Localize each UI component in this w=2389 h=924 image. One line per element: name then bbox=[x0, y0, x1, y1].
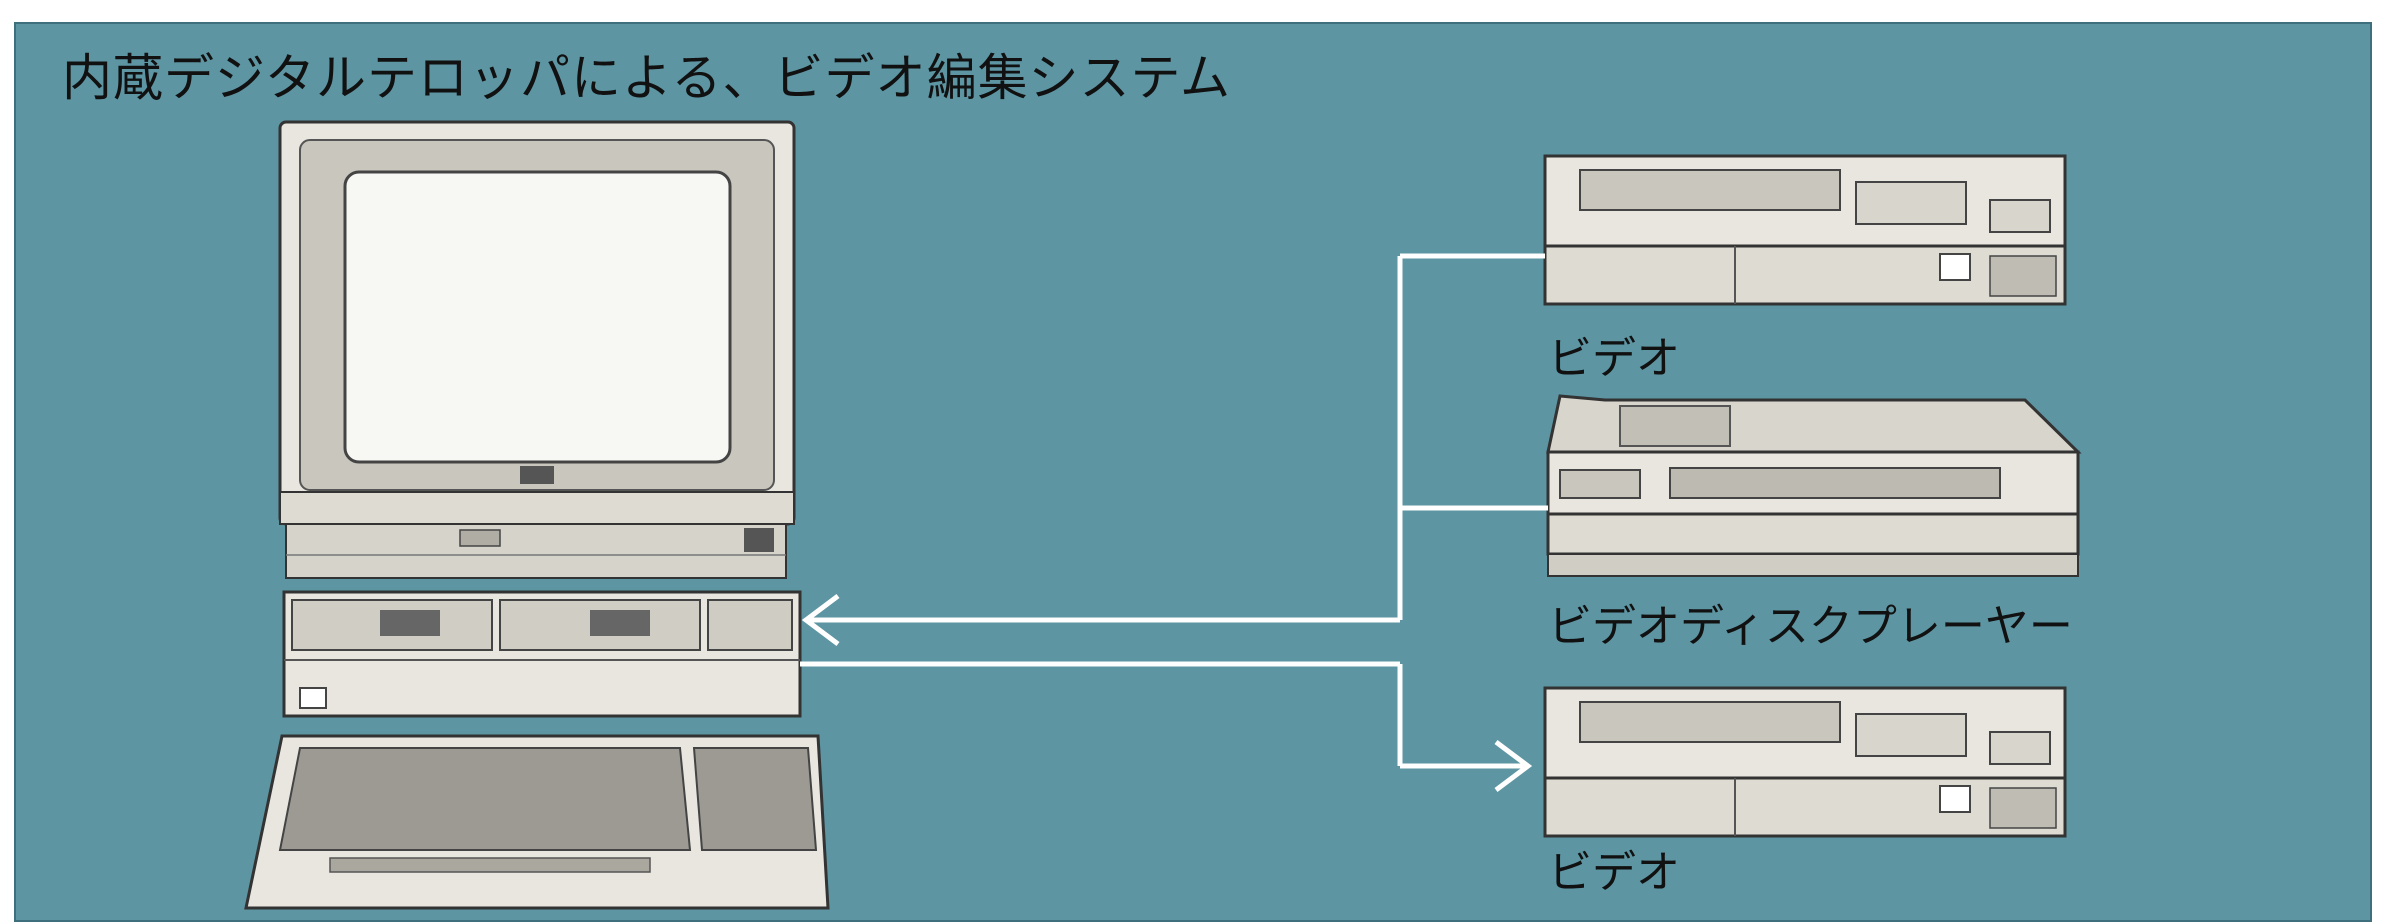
vcr-top-label: ビデオ bbox=[1548, 333, 1680, 384]
input-connector bbox=[801, 253, 1548, 646]
diagram-title: 内蔵デジタルテロッパによる、ビデオ編集システム bbox=[62, 49, 1231, 107]
vcr-device-bottom bbox=[1543, 686, 2067, 838]
video-disc-player-device bbox=[1546, 394, 2082, 577]
computer-main-unit bbox=[282, 590, 802, 718]
output-connector bbox=[800, 661, 1533, 792]
vcr-bottom-label: ビデオ bbox=[1548, 847, 1680, 898]
computer-keyboard bbox=[244, 734, 830, 910]
vcr-device-top bbox=[1543, 154, 2067, 306]
disc-player-label: ビデオディスクプレーヤー bbox=[1548, 601, 2073, 652]
computer-monitor bbox=[278, 120, 796, 579]
